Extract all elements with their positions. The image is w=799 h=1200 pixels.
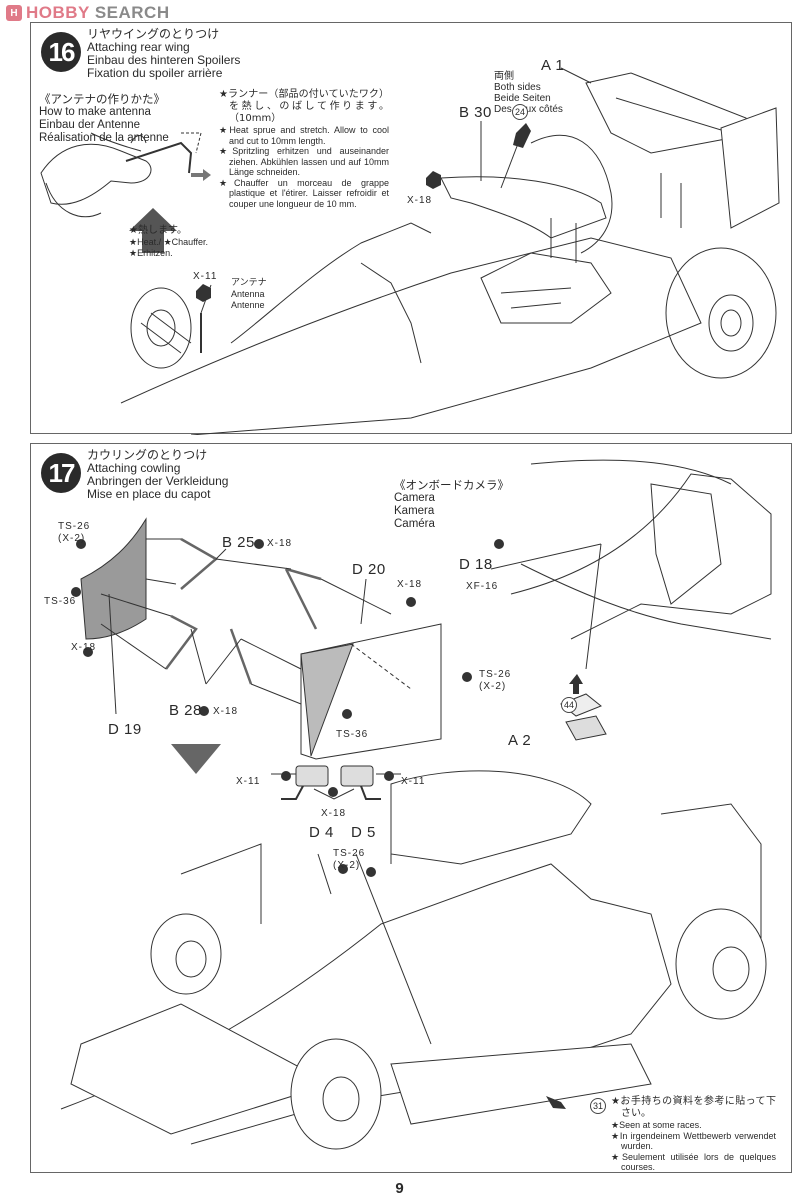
part-label-d18: D 18 (459, 556, 493, 573)
decal-31-arrow-icon (546, 1096, 566, 1109)
label-ts26: TS-26 (58, 521, 91, 532)
label-x2: (X-2) (479, 681, 507, 692)
step-number-badge: 16 (41, 32, 81, 72)
step-title-en: Attaching cowling (87, 461, 181, 475)
paint-pot-icon (196, 284, 211, 302)
decal-31-marker: 31 (590, 1098, 606, 1114)
hobby-search-logo-icon: H (6, 5, 22, 21)
antenna-paint-label: X-11 (193, 271, 218, 282)
b28-paint-label: X-18 (213, 706, 239, 717)
engine-cover-a2 (390, 770, 592, 865)
front-wheel-right (290, 1038, 382, 1150)
antenna-label: アンテナ Antenna Antenne (231, 278, 267, 310)
label-ts26: TS-26 (333, 848, 366, 859)
label-ts36: TS-36 (44, 596, 77, 607)
watermark-text: HOBBY SEARCH (26, 3, 170, 22)
step-number-badge: 17 (41, 453, 81, 493)
mirror-paint-right: X-11 (401, 776, 426, 787)
b25-paint-label: X-18 (267, 538, 293, 549)
rear-wing-endplate (720, 107, 780, 229)
part-label-a1: A 1 (541, 57, 565, 74)
camera-part-44 (565, 715, 607, 741)
front-wheel-left (150, 913, 222, 995)
hand-illustration (40, 143, 152, 205)
step-title-de: Anbringen der Verkleidung (87, 474, 229, 488)
step-title-jp: リヤウイングのとりつけ (87, 27, 220, 41)
page-number: 9 (395, 1180, 404, 1197)
label-x2: (X-2) (333, 860, 361, 871)
mirror-left (295, 765, 329, 787)
strut-b28 (165, 614, 198, 670)
paint-pot-icons (71, 539, 504, 877)
next-step-arrow-icon (171, 744, 221, 774)
decal-24-marker: 24 (512, 104, 528, 120)
direction-arrow-icon (513, 123, 531, 148)
mirror-paint-left: X-11 (236, 776, 261, 787)
rear-wing-assembly-drawing (40, 67, 780, 435)
sprue-illustration (125, 141, 193, 174)
label-ts26: TS-26 (479, 669, 512, 680)
step-17-header: 17 カウリングのとりつけ Attaching cowling Anbringe… (41, 449, 228, 501)
race-notes: ★お手持ちの資料を参考に貼って下さい。 ★Seen at some races.… (611, 1096, 776, 1172)
step-17-panel: 17 カウリングのとりつけ Attaching cowling Anbringe… (30, 443, 792, 1173)
part-label-a2: A 2 (508, 732, 532, 749)
heat-arrow-icon (129, 208, 177, 253)
part-label-d5: D 5 (351, 824, 376, 841)
rear-wheel (665, 247, 777, 379)
step-16-header: 16 リヤウイングのとりつけ Attaching rear wing Einba… (41, 28, 240, 80)
rear-wheel (675, 908, 767, 1020)
strut-b25 (180, 537, 219, 590)
step-title-en: Attaching rear wing (87, 40, 190, 54)
label-x2: (X-2) (58, 533, 86, 544)
camera-heading: 《オンボードカメラ》 Camera Kamera Caméra (394, 478, 509, 531)
d18-paint-label: XF-16 (466, 581, 499, 592)
sprue-instructions: ★ランナー（部品の付いていたワク）を熱し、のばして作ります。（10mm） ★He… (219, 89, 389, 209)
b30-paint-label: X-18 (407, 195, 433, 206)
step-16-panel: 16 リヤウイングのとりつけ Attaching rear wing Einba… (30, 22, 792, 435)
heat-instructions: ★熱します。 ★Heat./ ★Chauffer. ★Erhitzen. (129, 225, 209, 258)
step-title-jp: カウリングのとりつけ (87, 448, 208, 462)
part-label-b25: B 25 (222, 534, 255, 551)
watermark: H HOBBY SEARCH (6, 2, 170, 24)
part-label-b30: B 30 (459, 104, 492, 121)
paint-pot-icon (426, 171, 441, 189)
label-ts36: TS-36 (336, 729, 369, 740)
decal-44-marker: 44 (561, 697, 577, 713)
mirror-right (340, 765, 374, 787)
label-x18: X-18 (71, 642, 97, 653)
both-sides-label: 両側 Both sides Beide Seiten Des deux côté… (494, 71, 563, 115)
pull-arrow-icon (191, 169, 211, 181)
d20-paint-label: X-18 (397, 579, 423, 590)
part-label-d4: D 4 (309, 824, 334, 841)
part-label-d19: D 19 (108, 721, 142, 738)
engine-cover-b30 (440, 176, 607, 239)
step-title-fr: Fixation du spoiler arrière (87, 66, 223, 80)
car-cockpit-outline (510, 473, 772, 640)
mirror-stalk-paint: X-18 (321, 808, 347, 819)
part-label-d20: D 20 (352, 561, 386, 578)
front-wing (390, 1043, 652, 1125)
cowling-assembly-drawing (60, 459, 772, 1150)
panel-d19 (80, 517, 147, 640)
camera-arrow-icon (569, 674, 583, 694)
step-title-de: Einbau des hinteren Spoilers (87, 53, 241, 67)
antenna-howto-heading: 《アンテナの作りかた》 How to make antenna Einbau d… (39, 92, 169, 145)
step-title-fr: Mise en place du capot (87, 487, 211, 501)
part-label-b28: B 28 (169, 702, 202, 719)
car-body-outline (120, 237, 702, 435)
